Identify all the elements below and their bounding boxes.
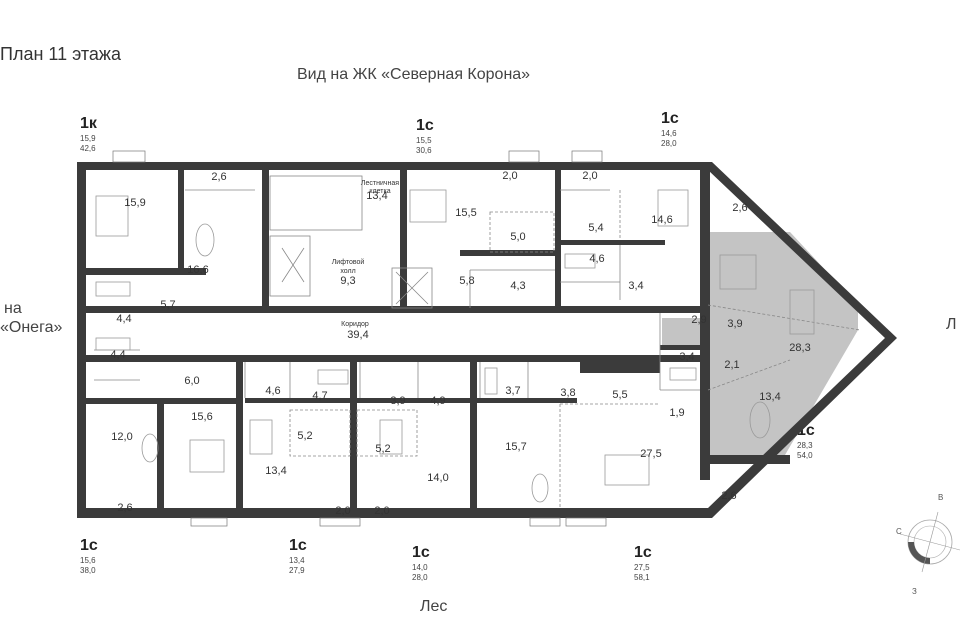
room-area-label: 13,4	[366, 190, 387, 202]
room-area-label: 39,4	[347, 329, 368, 341]
unit-badge[interactable]: 1с 14,6 28,0	[661, 111, 679, 148]
unit-living-area: 15,6	[80, 556, 96, 565]
unit-type: 1с	[661, 110, 679, 127]
stair-label-1: Лестничная	[361, 180, 399, 187]
room-area-label: 2,6	[117, 502, 132, 514]
compass-south: З	[912, 587, 917, 596]
room-area-label: 1,9	[669, 407, 684, 419]
room-area-label: 16,6	[187, 264, 208, 276]
room-area-label: 2,0	[582, 170, 597, 182]
room-area-label: 4,4	[110, 349, 125, 361]
room-area-label: 4,6	[265, 385, 280, 397]
room-area-label: 6,0	[184, 375, 199, 387]
plan-title: План 11 этажа	[0, 44, 121, 64]
room-area-label: 2,6	[732, 202, 747, 214]
room-area-label: 14,0	[427, 472, 448, 484]
room-area-label: 3,9	[390, 395, 405, 407]
unit-living-area: 14,6	[661, 129, 677, 138]
unit-total-area: 28,0	[661, 139, 677, 148]
room-area-label: 12,0	[111, 431, 132, 443]
room-area-label: 5,5	[612, 389, 627, 401]
corridor-label: Коридор	[341, 321, 369, 328]
unit-type: 1с	[416, 117, 434, 134]
room-area-label: 5,7	[160, 299, 175, 311]
view-left-label-2: «Онега»	[0, 319, 63, 336]
unit-badge[interactable]: 1с 15,6 38,0	[80, 538, 98, 575]
room-area-label: 13,4	[759, 391, 780, 403]
room-area-label: 5,4	[588, 222, 603, 234]
lift-hall-label-1: Лифтовой	[332, 258, 365, 266]
unit-total-area: 28,0	[412, 573, 428, 582]
unit-living-area: 14,0	[412, 563, 428, 572]
unit-living-area: 15,9	[80, 134, 96, 143]
room-area-label: 2,1	[724, 359, 739, 371]
room-area-label: 15,5	[455, 207, 476, 219]
unit-total-area: 58,1	[634, 573, 650, 582]
room-area-label: 5,0	[510, 231, 525, 243]
room-area-label: 3,7	[505, 385, 520, 397]
unit-total-area: 42,6	[80, 144, 96, 153]
view-bottom-label: Лес	[420, 598, 448, 615]
room-area-label: 2,6	[721, 490, 736, 502]
room-area-label: 9,3	[340, 275, 355, 287]
unit-badge[interactable]: 1к 15,9 42,6	[80, 116, 97, 153]
compass-east: В	[938, 493, 943, 502]
room-area-label: 15,9	[124, 197, 145, 209]
room-area-label: 14,6	[651, 214, 672, 226]
view-right-label: Л	[946, 316, 957, 333]
room-area-label: 2,9	[691, 314, 706, 326]
room-area-label: 4,3	[510, 280, 525, 292]
unit-type: 1с	[289, 537, 307, 554]
room-area-label: 3,8	[560, 387, 575, 399]
room-area-label: 15,6	[191, 411, 212, 423]
room-area-label: 2,0	[502, 170, 517, 182]
unit-type: 1с	[634, 544, 652, 561]
stair-label-2: клетка	[369, 188, 390, 195]
room-area-label: 2,0	[335, 505, 350, 517]
unit-type: 1к	[80, 115, 97, 132]
room-area-label: 3,9	[727, 318, 742, 330]
unit-total-area: 27,9	[289, 566, 305, 575]
view-top-label: Вид на ЖК «Северная Корона»	[297, 66, 531, 83]
room-area-label: 4,4	[116, 313, 131, 325]
unit-badge[interactable]: 1с 15,5 30,6	[416, 118, 434, 155]
unit-badge[interactable]: 1с 27,5 58,1	[634, 545, 652, 582]
room-area-label: 5,2	[375, 443, 390, 455]
unit-living-area: 27,5	[634, 563, 650, 572]
unit-type: 1с	[412, 544, 430, 561]
unit-badge[interactable]: 1с 14,0 28,0	[412, 545, 430, 582]
unit-type: 1с	[80, 537, 98, 554]
room-area-label: 2,0	[374, 505, 389, 517]
unit-total-area: 38,0	[80, 566, 96, 575]
room-area-label: 28,3	[789, 342, 810, 354]
view-left-label-1: на	[4, 300, 22, 317]
unit-badge[interactable]: 1с 13,4 27,9	[289, 538, 307, 575]
unit-living-area: 13,4	[289, 556, 305, 565]
room-area-label: 4,7	[312, 390, 327, 402]
unit-living-area: 15,5	[416, 136, 432, 145]
room-area-label: 5,8	[459, 275, 474, 287]
room-area-label: 27,5	[640, 448, 661, 460]
room-area-label: 13,4	[265, 465, 286, 477]
room-area-label: 3,4	[679, 351, 694, 363]
room-area-label: 5,2	[297, 430, 312, 442]
room-area-label: 15,7	[505, 441, 526, 453]
compass-north: С	[896, 527, 902, 536]
room-area-label: 4,9	[430, 395, 445, 407]
room-area-label: 3,4	[628, 280, 643, 292]
room-area-label: 4,6	[589, 253, 604, 265]
unit-total-area: 30,6	[416, 146, 432, 155]
room-area-label: 2,6	[211, 171, 226, 183]
lift-hall-label-2: холл	[340, 268, 355, 275]
